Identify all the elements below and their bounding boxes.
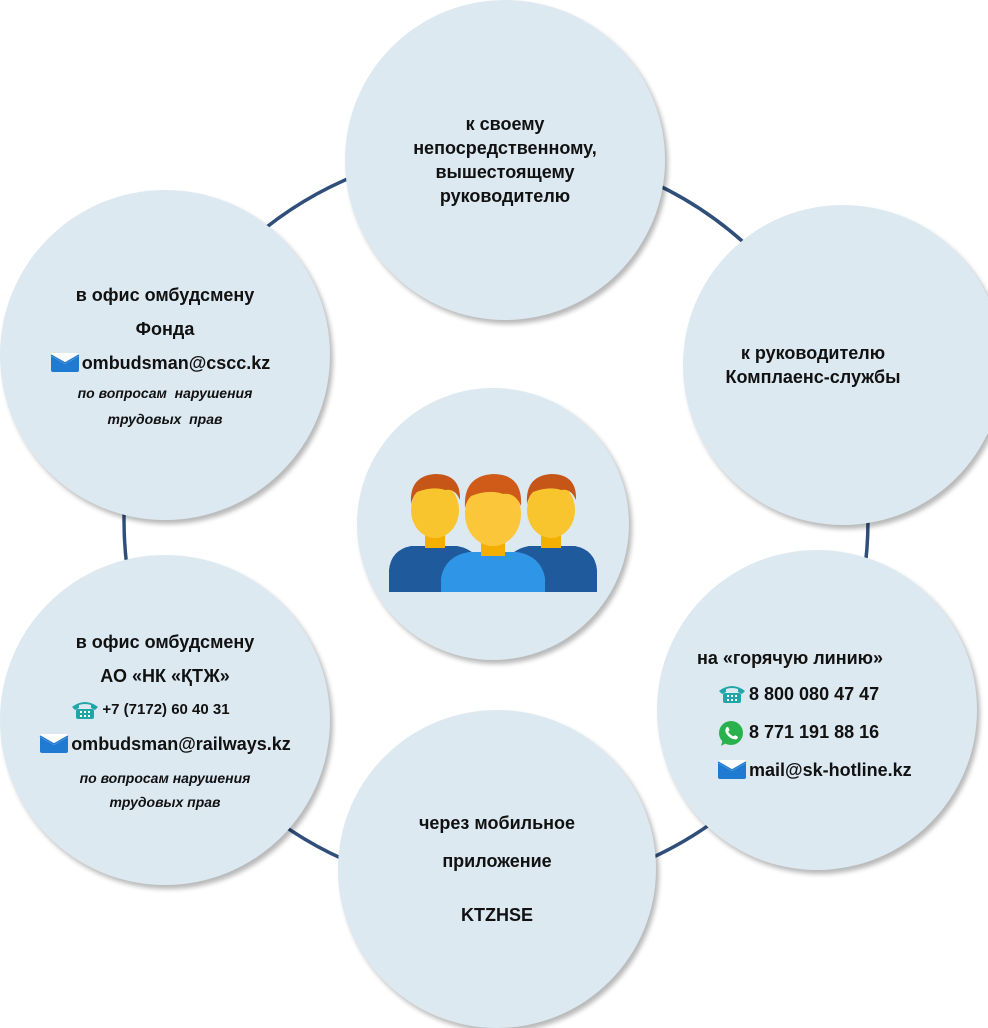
envelope-icon [50,351,82,375]
circle-mobile-app: через мобильное приложение KTZHSE [338,710,656,1028]
top-line-2: непосредственному, [413,138,597,158]
circle-direct-supervisor: к своему непосредственному, вышестоящему… [345,0,665,320]
ktzh-note-2: трудовых прав [109,794,221,810]
hotline-email[interactable]: mail@sk-hotline.kz [749,760,912,780]
ktzh-line-1: в офис омбудсмену [75,632,255,652]
top-line-3: вышестоящему [435,162,575,182]
ktzh-note-1: по вопросам нарушения [79,770,251,786]
top-line-4: руководителю [439,186,571,206]
circle-compliance-head: к руководителю Комплаенс-службы [683,205,988,525]
app-line-1: через мобильное [418,813,576,833]
circle-hotline: на «горячую линию» 8 800 080 47 47 8 771… [657,550,977,870]
ktzh-line-2: АО «НК «ҚТЖ» [100,666,230,686]
top-line-1: к своему [465,114,545,134]
circle-center [357,388,629,660]
ktzh-phone[interactable]: +7 (7172) 60 40 31 [102,701,230,718]
fund-email[interactable]: ombudsman@cscc.kz [81,353,271,373]
phone-icon [70,698,102,722]
people-group-icon [387,452,599,597]
app-line-2: приложение [442,851,552,871]
hotline-whatsapp[interactable]: 8 771 191 88 16 [749,722,880,742]
app-name: KTZHSE [461,905,533,925]
hotline-phone[interactable]: 8 800 080 47 47 [749,684,880,704]
fund-line-2: Фонда [135,319,195,339]
fund-note-2: трудовых прав [107,411,223,427]
fund-line-1: в офис омбудсмену [75,285,255,305]
circle-ombudsman-fund: в офис омбудсмену Фонда ombudsman@cscc.k… [0,190,330,520]
compliance-line-1: к руководителю [740,343,886,363]
phone-icon [717,682,749,706]
fund-note-1: по вопросам нарушения [77,385,253,401]
circle-ombudsman-ktzh: в офис омбудсмену АО «НК «ҚТЖ» +7 (7172)… [0,555,330,885]
hotline-title: на «горячую линию» [697,648,884,668]
compliance-line-2: Комплаенс-службы [725,367,901,387]
envelope-icon [39,732,71,756]
envelope-icon [717,758,749,782]
ktzh-email[interactable]: ombudsman@railways.kz [71,734,291,754]
whatsapp-icon [717,720,749,746]
